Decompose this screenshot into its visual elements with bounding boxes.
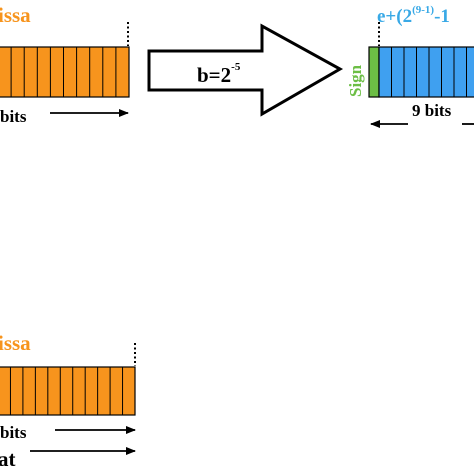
top-left-bits-label: bits [0,107,27,126]
top-left-mantissa-group: issa bits [0,3,130,126]
top-right-exponent-title: e+(2(9-1)-1 [377,4,450,27]
bottom-left-mantissa-group: issa bits at [0,331,136,471]
top-left-mantissa-title: issa [0,3,31,27]
bottom-left-mantissa-bar [0,366,136,416]
exponent-bits-label: 9 bits [412,101,452,120]
bottom-left-bits-label: bits [0,423,27,442]
top-right-exponent-group: e+(2(9-1)-1 Sign 9 bits [346,4,474,128]
exponent-bar [378,46,474,98]
conversion-arrow [147,23,344,117]
bottom-left-mantissa-title: issa [0,331,31,355]
top-left-mantissa-bar [0,46,130,98]
arrow-label: b=2-5 [197,61,241,87]
top-left-bit-dividers [10,47,117,97]
sign-bit-cell [368,46,380,98]
bottom-left-cut-label: at [0,447,16,471]
bottom-left-bit-dividers [9,367,124,415]
sign-label: Sign [346,64,365,97]
conversion-arrow-group: b=2-5 [147,23,344,117]
exponent-bit-dividers [391,47,467,97]
